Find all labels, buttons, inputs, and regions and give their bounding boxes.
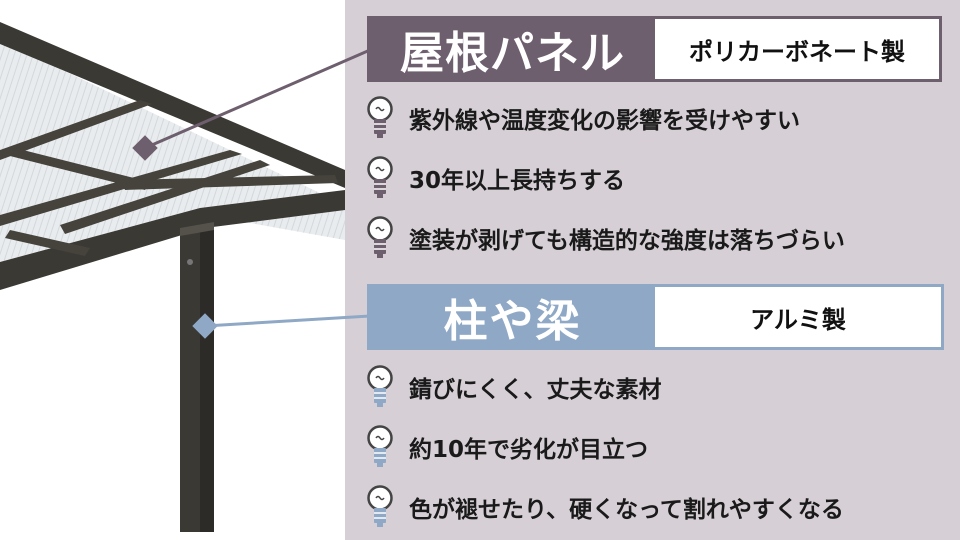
lightbulb-icon <box>367 156 393 198</box>
post-feature-text: 錆びにくく、丈夫な素材 <box>409 377 662 403</box>
post-beam-header: 柱や梁 アルミ製 <box>367 284 944 350</box>
list-item: 30年以上長持ちする <box>365 148 845 208</box>
roof-panel-header: 屋根パネル ポリカーボネート製 <box>367 16 942 82</box>
roof-feature-text: 紫外線や温度変化の影響を受けやすい <box>409 108 800 134</box>
carport-photo <box>0 0 345 540</box>
post-beam-material: アルミ製 <box>750 305 846 334</box>
lightbulb-icon <box>367 96 393 138</box>
post-features-list: 錆びにくく、丈夫な素材 約10年で劣化が目立つ 色が褪せたり、硬くなって割れやす… <box>365 357 844 537</box>
list-item: 約10年で劣化が目立つ <box>365 417 844 477</box>
list-item: 紫外線や温度変化の影響を受けやすい <box>365 88 845 148</box>
post-feature-text: 約10年で劣化が目立つ <box>409 437 649 463</box>
lightbulb-icon <box>367 216 393 258</box>
post-feature-text: 色が褪せたり、硬くなって割れやすくなる <box>409 497 844 523</box>
list-item: 色が褪せたり、硬くなって割れやすくなる <box>365 477 844 537</box>
roof-features-list: 紫外線や温度変化の影響を受けやすい 30年以上長持ちする 塗装が剥げても構造的な… <box>365 88 845 268</box>
list-item: 塗装が剥げても構造的な強度は落ちづらい <box>365 208 845 268</box>
roof-panel-material: ポリカーボネート製 <box>689 37 905 66</box>
lightbulb-icon <box>367 485 393 527</box>
lightbulb-icon <box>367 365 393 407</box>
roof-panel-title: 屋根パネル <box>370 19 655 79</box>
carport-illustration <box>0 22 345 532</box>
post-beam-title: 柱や梁 <box>370 287 655 347</box>
lightbulb-icon <box>367 425 393 467</box>
roof-feature-text: 塗装が剥げても構造的な強度は落ちづらい <box>409 228 845 254</box>
side-beam <box>0 190 345 290</box>
list-item: 錆びにくく、丈夫な素材 <box>365 357 844 417</box>
roof-feature-text: 30年以上長持ちする <box>409 168 626 194</box>
